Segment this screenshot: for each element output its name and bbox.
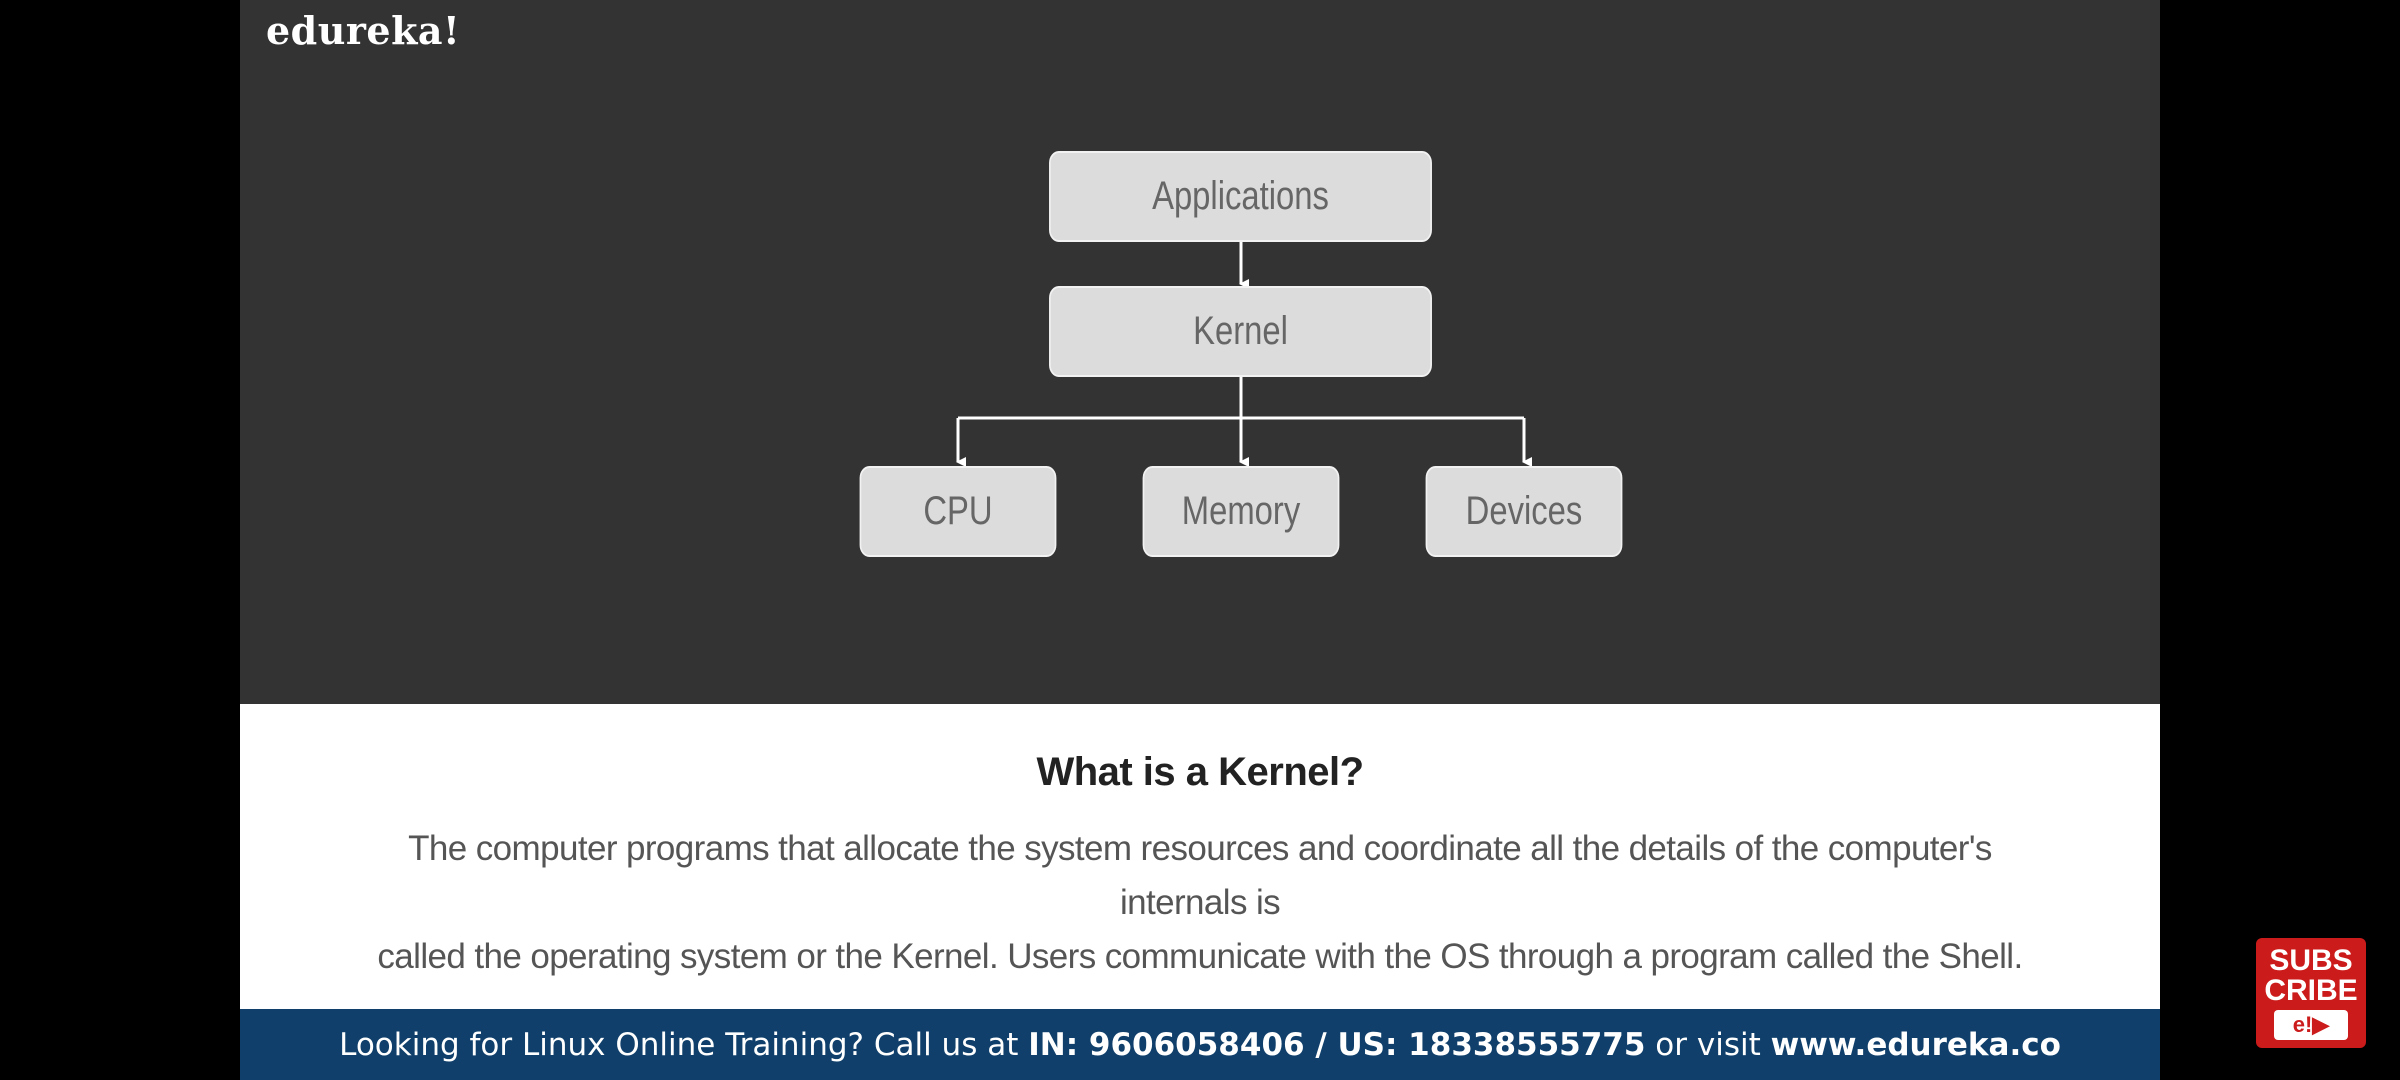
description-line-1: The computer programs that allocate the … xyxy=(408,829,1992,922)
banner-phones: IN: 9606058406 / US: 18338555775 xyxy=(1028,1026,1646,1063)
node-devices-label: Devices xyxy=(1465,489,1583,533)
edureka-logo: edureka! xyxy=(266,8,461,53)
node-memory-label: Memory xyxy=(1181,489,1301,533)
training-banner: Looking for Linux Online Training? Call … xyxy=(240,1009,2160,1080)
node-applications-label: Applications xyxy=(1152,174,1329,218)
edureka-play-icon: e!▶ xyxy=(2274,1010,2348,1040)
slide-description: The computer programs that allocate the … xyxy=(350,822,2050,984)
node-memory: Memory xyxy=(1142,466,1340,557)
node-cpu-label: CPU xyxy=(923,489,993,533)
node-applications: Applications xyxy=(1049,151,1432,242)
subscribe-text-line1: SUBS xyxy=(2269,944,2353,977)
banner-prefix: Looking for Linux Online Training? Call … xyxy=(339,1026,1029,1063)
node-devices: Devices xyxy=(1425,466,1623,557)
slide-diagram-area: edureka! Applications Kernel CPU Memory xyxy=(240,0,2160,704)
description-line-2: called the operating system or the Kerne… xyxy=(377,937,2023,976)
video-frame[interactable]: edureka! Applications Kernel CPU Memory xyxy=(240,0,2160,1080)
node-cpu: CPU xyxy=(859,466,1057,557)
banner-url: www.edureka.co xyxy=(1770,1026,2061,1063)
slide-title: What is a Kernel? xyxy=(1036,750,1364,794)
slide-text-area: What is a Kernel? The computer programs … xyxy=(240,704,2160,1009)
subscribe-text-line2: CRIBE xyxy=(2264,974,2358,1007)
subscribe-button[interactable]: SUBS CRIBE e!▶ xyxy=(2256,938,2366,1048)
node-kernel-label: Kernel xyxy=(1193,309,1288,353)
node-kernel: Kernel xyxy=(1049,286,1432,377)
kernel-diagram xyxy=(956,242,1532,467)
banner-middle: or visit xyxy=(1645,1026,1771,1063)
